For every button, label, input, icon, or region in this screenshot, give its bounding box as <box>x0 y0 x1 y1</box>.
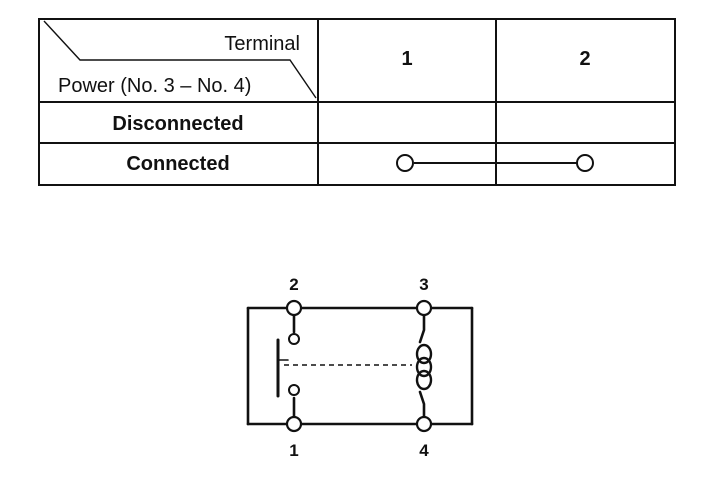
terminal-1-dot <box>396 154 414 172</box>
terminal-label-1: 1 <box>289 441 298 460</box>
corner-top-label: Terminal <box>224 33 300 55</box>
terminal-3-circle <box>415 299 433 317</box>
terminal-4-circle <box>415 415 433 433</box>
terminal-1-circle <box>285 415 303 433</box>
terminal-label-4: 4 <box>419 441 429 460</box>
terminal-2-header: 2 <box>579 48 590 70</box>
coil-lead-upper <box>418 313 426 344</box>
header-diagonal <box>43 20 317 99</box>
terminal-2-circle <box>285 299 303 317</box>
switch-contact-upper <box>288 333 300 345</box>
continuity-table: Terminal Power (No. 3 – No. 4) 1 2 Disco… <box>38 18 676 186</box>
row-connected-label: Connected <box>126 153 229 175</box>
terminal-label-2: 2 <box>289 275 298 294</box>
continuity-mark <box>396 154 594 172</box>
coil-icon <box>415 343 433 391</box>
terminal-2-dot <box>576 154 594 172</box>
terminal-1-header: 1 <box>401 48 412 70</box>
corner-bottom-label: Power (No. 3 – No. 4) <box>58 75 251 97</box>
relay-diagram: 2 3 1 4 <box>246 275 474 460</box>
coil-lead-lower <box>418 390 426 419</box>
row-disconnected-label: Disconnected <box>112 113 243 135</box>
switch-contact-lower <box>288 384 300 396</box>
terminal-label-3: 3 <box>419 275 428 294</box>
